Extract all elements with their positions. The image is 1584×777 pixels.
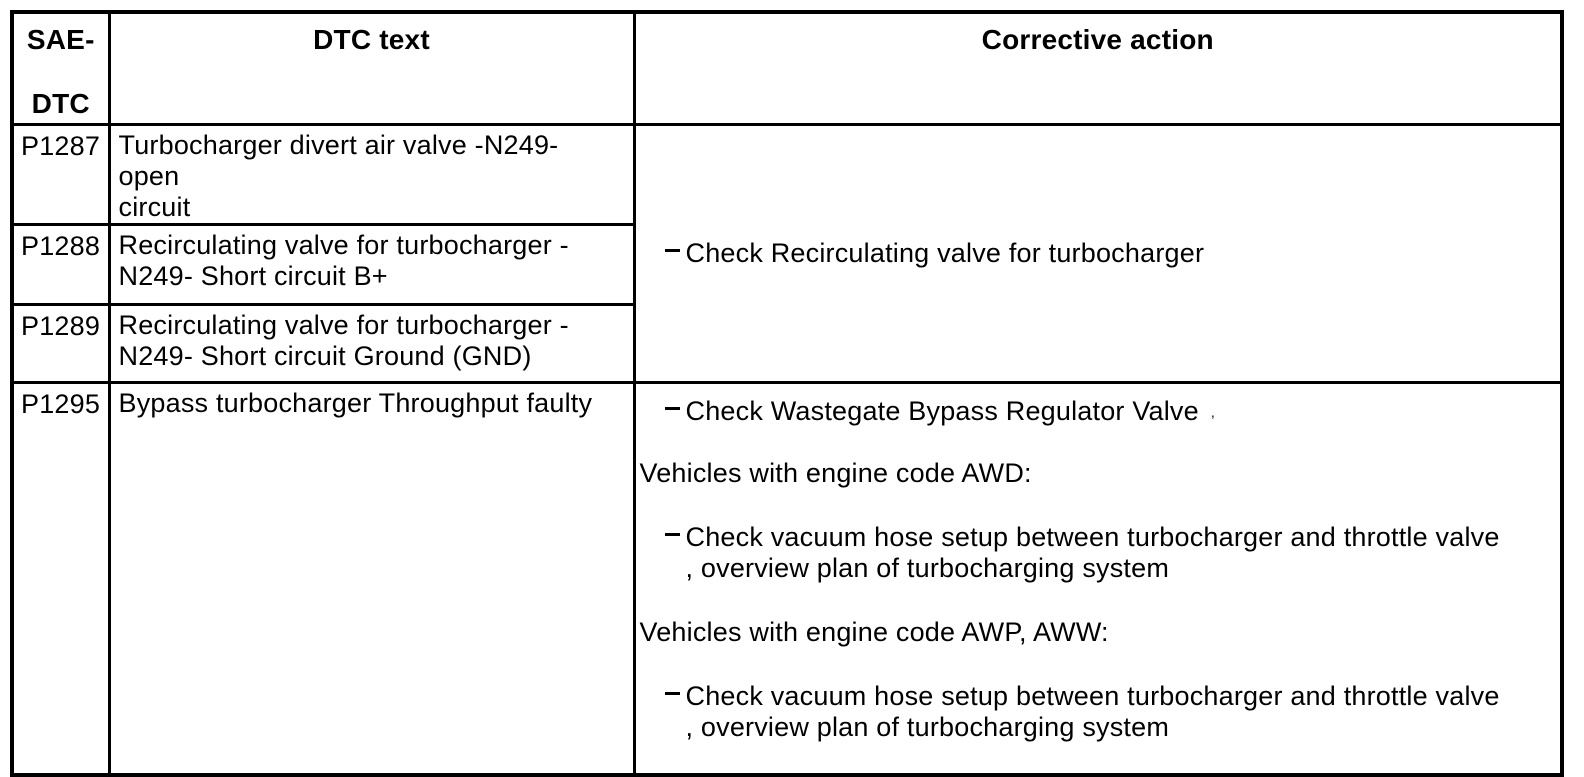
- dtc-code-cell: P1295: [10, 380, 111, 776]
- header-cell-corrective-action: Corrective action: [632, 10, 1564, 126]
- action-bullet: Check Recirculating valve for turbocharg…: [640, 238, 1553, 269]
- dtc-code-cell: P1287: [10, 122, 111, 226]
- header-cell-dtc-text: DTC text: [107, 10, 636, 126]
- dtc-text-cell: Recirculating valve for turbocharger - N…: [107, 302, 636, 384]
- dtc-text-cell: Turbocharger divert air valve -N249- ope…: [107, 122, 636, 226]
- action-bullet: Check vacuum hose setup between turbocha…: [640, 522, 1553, 584]
- dtc-text-line: Bypass turbocharger Throughput faulty: [118, 387, 593, 418]
- table-row-p1289: P1289 Recirculating valve for turbocharg…: [10, 302, 1562, 384]
- table-header-row: SAE- DTC DTC text Corrective action: [10, 10, 1564, 126]
- action-bullet: Check Wastegate Bypass Regulator Valve,: [640, 396, 1553, 428]
- dtc-text-cell: Recirculating valve for turbocharger - N…: [107, 222, 636, 306]
- dtc-code: P1287: [21, 130, 101, 161]
- header-sae-line2: DTC: [31, 88, 90, 119]
- action-bullet-text: Check Recirculating valve for turbocharg…: [685, 237, 1205, 268]
- vehicle-subheading-awd: Vehicles with engine code AWD:: [639, 457, 1032, 488]
- dtc-table: SAE- DTC DTC text Corrective action P128…: [10, 10, 1564, 777]
- table-row-p1288: P1288 Recirculating valve for turbocharg…: [10, 222, 1562, 306]
- action-bullet-wrap-line: , overview plan of turbocharging system: [685, 711, 1170, 742]
- table-row-p1295: P1295 Bypass turbocharger Throughput fau…: [10, 380, 1564, 776]
- dtc-text-line: N249- Short circuit Ground (GND): [118, 340, 532, 371]
- action-bullet-text: Check vacuum hose setup between turbocha…: [685, 521, 1500, 552]
- action-bullet-text: Check vacuum hose setup between turbocha…: [685, 680, 1500, 711]
- dash-bullet-icon: [664, 691, 680, 695]
- dtc-code-cell: P1288: [10, 222, 111, 306]
- dtc-text-line: N249- Short circuit B+: [118, 260, 388, 291]
- dash-bullet-icon: [664, 248, 680, 252]
- corrective-action-cell: Check Wastegate Bypass Regulator Valve , …: [632, 380, 1564, 776]
- dash-bullet-icon: [664, 406, 680, 410]
- action-bullet: Check vacuum hose setup between turbocha…: [640, 681, 1553, 743]
- dtc-text-line: Turbocharger divert air valve -N249- ope…: [118, 129, 559, 191]
- dtc-text-cell: Bypass turbocharger Throughput faulty: [107, 380, 636, 776]
- action-bullet-wrap-line: , overview plan of turbocharging system: [685, 552, 1170, 583]
- vehicle-subheading-awp-aww: Vehicles with engine code AWP, AWW:: [639, 616, 1109, 647]
- dtc-text-line: circuit: [118, 191, 191, 222]
- header-sae-line1: SAE-: [26, 24, 95, 55]
- dtc-code: P1289: [21, 310, 101, 341]
- dtc-code: P1295: [21, 388, 101, 419]
- dtc-code-cell: P1289: [10, 302, 111, 384]
- header-corrective-label: Corrective action: [981, 24, 1214, 55]
- corrective-action-merged-cell: Check Recirculating valve for turbocharg…: [632, 122, 1564, 384]
- dtc-text-line: Recirculating valve for turbocharger -: [118, 309, 569, 340]
- table-row-p1287: P1287 Turbocharger divert air valve -N24…: [10, 122, 1564, 384]
- header-dtc-text-label: DTC text: [313, 24, 430, 55]
- dtc-text-line: Recirculating valve for turbocharger -: [118, 229, 569, 260]
- dtc-code: P1288: [21, 230, 101, 261]
- dash-bullet-icon: [664, 532, 680, 536]
- action-bullet-text: Check Wastegate Bypass Regulator Valve: [685, 395, 1199, 426]
- trailing-mark: ,: [1210, 403, 1215, 420]
- header-cell-sae-dtc: SAE- DTC: [10, 10, 111, 126]
